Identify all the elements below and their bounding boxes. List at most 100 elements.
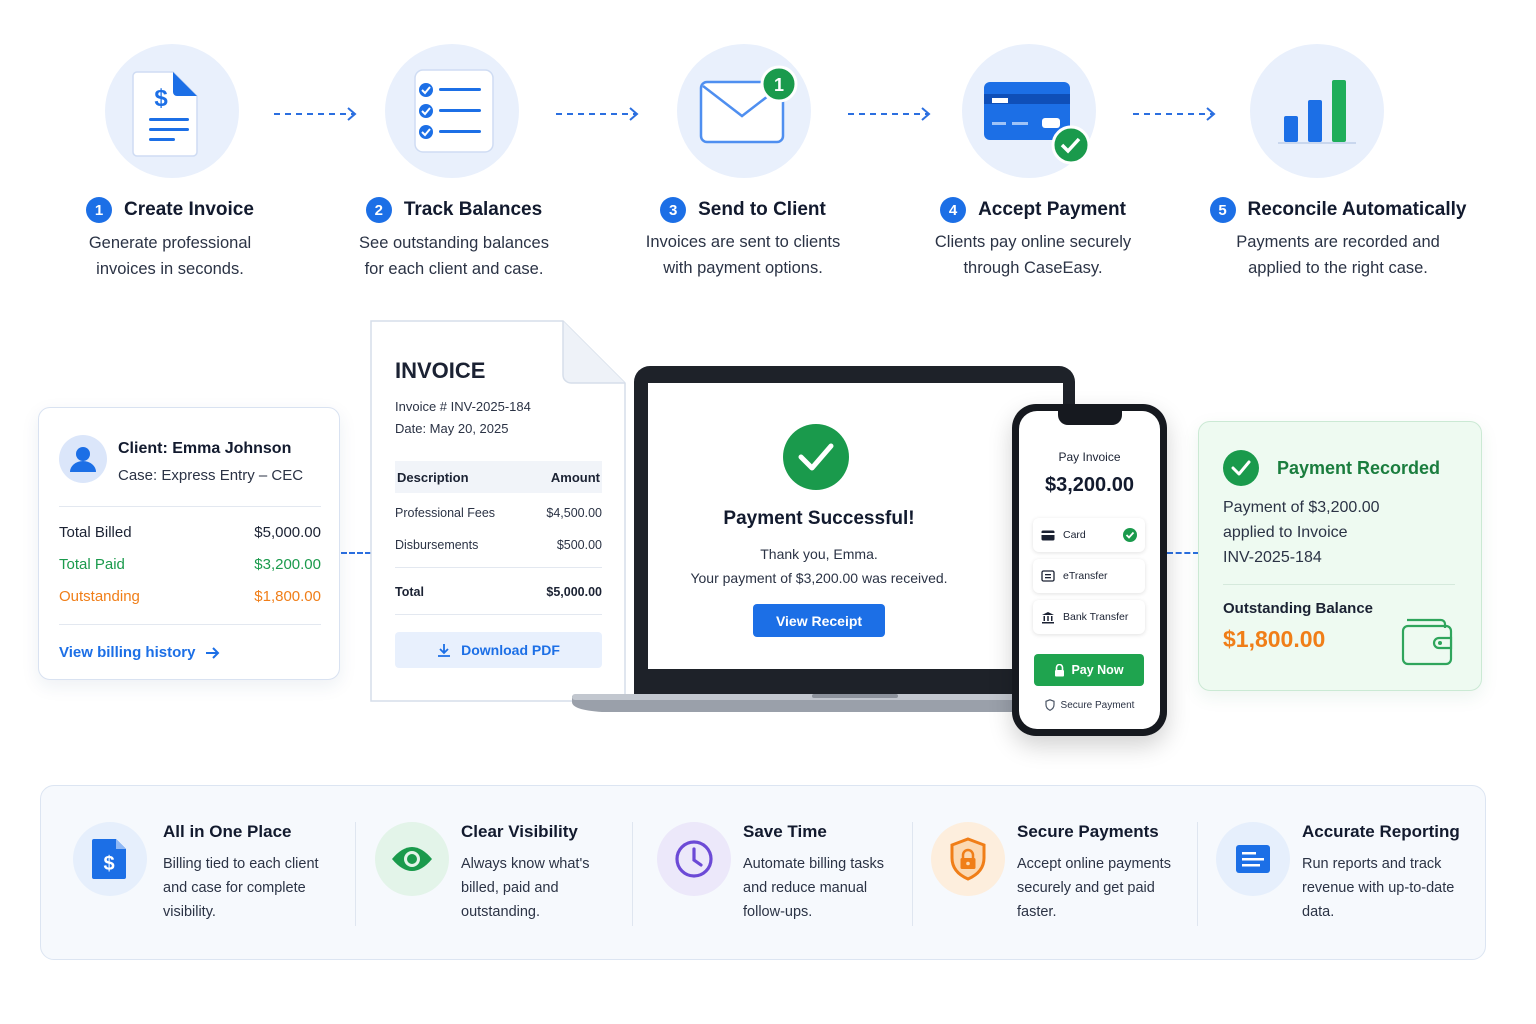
item-desc: Disbursements [395, 538, 479, 552]
check-icon [1223, 450, 1259, 486]
payment-recorded-title: Payment Recorded [1277, 458, 1441, 478]
step-icon-circle [385, 44, 519, 178]
step-desc-line: through CaseEasy. [963, 259, 1103, 277]
view-billing-history-link[interactable]: View billing history [59, 644, 221, 661]
invoice-line-item: Professional Fees $4,500.00 [395, 506, 602, 520]
feature-desc-line: Automate billing tasks [743, 856, 885, 872]
balance-row-billed: Total Billed $5,000.00 [59, 524, 321, 541]
invoice-date: Date: May 20, 2025 [395, 421, 509, 436]
balance-label: Total Paid [59, 556, 125, 573]
payment-option-etransfer[interactable]: eTransfer [1033, 559, 1145, 593]
feature-title: Save Time [743, 822, 827, 841]
feature-save-time: Save Time Automate billing tasks and red… [657, 786, 927, 961]
balance-value: $1,800.00 [254, 588, 321, 605]
download-pdf-button[interactable]: Download PDF [395, 632, 602, 668]
feature-desc-line: visibility. [163, 904, 216, 920]
success-check-icon [783, 424, 849, 490]
recorded-line: applied to Invoice [1223, 524, 1348, 541]
feature-accurate-reporting: Accurate Reporting Run reports and track… [1216, 786, 1478, 961]
feature-icon-bg [375, 822, 449, 896]
invoice-title: INVOICE [395, 358, 486, 383]
divider [912, 822, 913, 926]
balance-value: $3,200.00 [254, 556, 321, 573]
step-number-badge: 2 [365, 197, 392, 223]
step-title: Reconcile Automatically [1247, 199, 1467, 220]
feature-desc-line: and case for complete [163, 880, 306, 896]
secure-payment-note: Secure Payment [1019, 699, 1160, 711]
recorded-line: INV-2025-184 [1223, 549, 1322, 566]
column-header: Description [397, 469, 469, 485]
download-icon [438, 644, 451, 657]
feature-desc-line: data. [1302, 904, 1335, 920]
balance-label: Total Billed [59, 524, 132, 541]
step-desc-line: Payments are recorded and [1236, 233, 1440, 251]
step-icon-circle: 1 [677, 44, 811, 178]
feature-description: Accept online payments securely and get … [1017, 852, 1197, 924]
recorded-line: Payment of $3,200.00 [1223, 499, 1380, 516]
feature-icon-bg [657, 822, 731, 896]
flow-arrow-icon [274, 107, 357, 121]
feature-title: All in One Place [163, 822, 292, 841]
step-title: Accept Payment [978, 199, 1126, 220]
bank-icon [1042, 611, 1054, 623]
feature-desc-line: Billing tied to each client [163, 856, 319, 872]
total-label: Total [395, 585, 424, 599]
avatar [59, 435, 107, 483]
payment-option-card[interactable]: Card [1033, 518, 1145, 552]
pay-now-label: Pay Now [1071, 663, 1124, 677]
step-number-badge: 5 [1209, 197, 1236, 223]
feature-description: Billing tied to each client and case for… [163, 852, 353, 924]
divider [59, 624, 321, 625]
balance-label: Outstanding [59, 588, 140, 605]
payment-success-title: Payment Successful! [723, 508, 915, 529]
step-icon-circle [962, 44, 1096, 178]
invoice-total-row: Total $5,000.00 [395, 585, 602, 599]
divider [59, 506, 321, 507]
step-title: Send to Client [698, 199, 826, 220]
feature-desc-line: and reduce manual [743, 880, 868, 896]
eye-icon [392, 847, 432, 871]
feature-desc-line: Accept online payments [1017, 856, 1171, 872]
divider [1197, 822, 1198, 926]
column-header: Amount [550, 469, 600, 485]
step-desc-line: for each client and case. [364, 260, 544, 278]
step-title-row: 2 Track Balances [309, 197, 599, 223]
features-panel: $ All in One Place Billing tied to each … [40, 785, 1486, 960]
divider [355, 822, 356, 926]
view-receipt-button[interactable]: View Receipt [753, 604, 885, 637]
wallet-icon [1401, 618, 1453, 666]
step-title: Create Invoice [124, 199, 254, 220]
step-desc-line: Clients pay online securely [934, 233, 1132, 251]
feature-secure-payments: Secure Payments Accept online payments s… [931, 786, 1211, 961]
step-title-row: 5 Reconcile Automatically [1193, 197, 1483, 223]
feature-desc-line: Run reports and track [1302, 856, 1442, 872]
flow-arrow-icon [556, 107, 639, 121]
user-icon [70, 447, 96, 472]
step-description: See outstanding balances for each client… [309, 230, 599, 282]
credit-card-icon [984, 82, 1091, 165]
divider [1223, 584, 1455, 585]
link-label: View billing history [59, 644, 196, 661]
checklist-icon [414, 69, 494, 153]
card-icon [1041, 530, 1055, 540]
balance-row-outstanding: Outstanding $1,800.00 [59, 588, 321, 605]
arrow-right-icon [206, 646, 220, 659]
svg-text:$: $ [154, 85, 168, 112]
item-desc: Professional Fees [395, 506, 496, 520]
item-amount: $500.00 [556, 538, 602, 552]
pay-now-button[interactable]: Pay Now [1034, 654, 1144, 686]
feature-title: Accurate Reporting [1302, 822, 1460, 841]
feature-desc-line: Always know what's [461, 856, 590, 872]
invoice-table-header: Description Amount [395, 461, 602, 493]
connector-line [1167, 552, 1199, 554]
pay-amount: $3,200.00 [1045, 474, 1134, 496]
client-name: Client: Emma Johnson [118, 440, 292, 457]
payment-option-bank-transfer[interactable]: Bank Transfer [1033, 600, 1145, 634]
feature-icon-bg: $ [73, 822, 147, 896]
step-icon-circle: $ [105, 44, 239, 178]
step-description: Clients pay online securely through Case… [888, 229, 1178, 281]
step-title-row: 3 Send to Client [598, 197, 888, 223]
pay-invoice-label: Pay Invoice [1058, 450, 1121, 464]
step-number-badge: 3 [660, 197, 687, 223]
feature-title: Clear Visibility [461, 822, 578, 841]
